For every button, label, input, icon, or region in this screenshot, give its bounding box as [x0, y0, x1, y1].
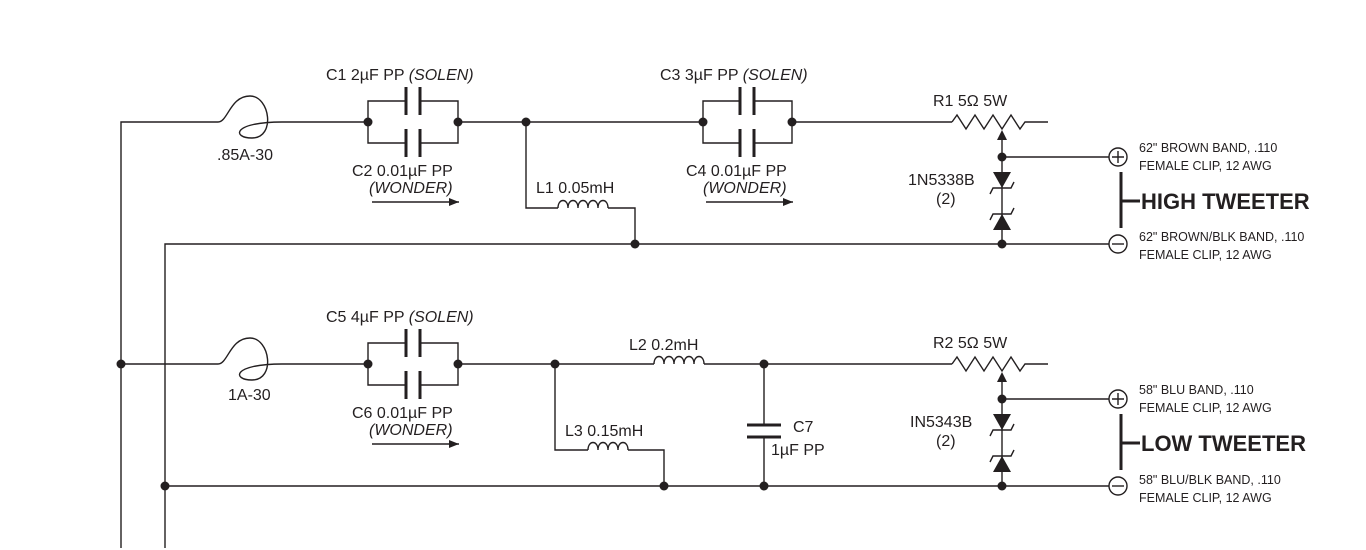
minus-terminal-low	[1108, 476, 1128, 496]
c6-brand: (WONDER)	[369, 422, 453, 439]
zener-label: IN5343B	[910, 414, 972, 431]
c2-label: C2 0.01µF PP	[352, 163, 453, 180]
capacitor-pair-c5-c6	[363, 329, 463, 399]
capacitor-pair-c1-c2	[363, 87, 463, 157]
driver-bracket	[1119, 414, 1140, 470]
r2-label: R2 5Ω 5W	[933, 335, 1008, 352]
inductor-l1	[525, 122, 640, 249]
l3-label: L3 0.15mH	[565, 423, 643, 440]
minus-wire-label: FEMALE CLIP, 12 AWG	[1139, 248, 1272, 262]
fuse-symbol	[217, 337, 283, 381]
junction-dot	[116, 359, 126, 369]
fuse-label: 1A-30	[228, 387, 271, 404]
driver-label: HIGH TWEETER	[1141, 189, 1310, 214]
plus-wire-label: 58" BLU BAND, .110	[1139, 383, 1254, 397]
fuse-symbol	[217, 95, 283, 139]
c7-value: 1µF PP	[771, 442, 825, 459]
c5-label: C5 4µF PP (SOLEN)	[326, 309, 474, 326]
capacitor-pair-c3-c4	[698, 87, 797, 157]
plus-wire-label: FEMALE CLIP, 12 AWG	[1139, 401, 1272, 415]
minus-wire-label: 58" BLU/BLK BAND, .110	[1139, 473, 1281, 487]
resistor-r1	[951, 113, 1048, 157]
plus-wire-label: 62" BROWN BAND, .110	[1139, 141, 1277, 155]
c1-label: C1 2µF PP (SOLEN)	[326, 67, 474, 84]
inductor-l3	[554, 364, 669, 491]
input-positive-rail	[120, 121, 218, 548]
driver-bracket	[1119, 172, 1140, 228]
zener-pair-low	[989, 394, 1015, 491]
zener-label: 1N5338B	[908, 172, 975, 189]
l2-label: L2 0.2mH	[629, 337, 698, 354]
driver-label: LOW TWEETER	[1141, 431, 1306, 456]
c6-label: C6 0.01µF PP	[352, 405, 453, 422]
capacitor-c7	[747, 364, 781, 491]
minus-wire-label: FEMALE CLIP, 12 AWG	[1139, 491, 1272, 505]
minus-terminal-high	[1108, 234, 1128, 254]
junction-dot	[160, 481, 170, 491]
c4-brand: (WONDER)	[703, 180, 787, 197]
minus-wire-label: 62" BROWN/BLK BAND, .110	[1139, 230, 1304, 244]
plus-terminal-high	[1108, 147, 1128, 167]
zener-qty: (2)	[936, 433, 956, 450]
c3-label: C3 3µF PP (SOLEN)	[660, 67, 808, 84]
plus-terminal-low	[1108, 389, 1128, 409]
resistor-r2	[951, 355, 1048, 399]
zener-qty: (2)	[936, 191, 956, 208]
c2-brand: (WONDER)	[369, 180, 453, 197]
inductor-l2	[653, 355, 705, 365]
high-tweeter-section: .85A-30 C1 2µF PP (SOLEN) C2 0.01µF PP (…	[217, 67, 1310, 262]
l1-label: L1 0.05mH	[536, 180, 614, 197]
plus-wire-label: FEMALE CLIP, 12 AWG	[1139, 159, 1272, 173]
c7-label: C7	[793, 419, 814, 436]
c4-label: C4 0.01µF PP	[686, 163, 787, 180]
input-negative-rail	[164, 243, 1115, 548]
r1-label: R1 5Ω 5W	[933, 93, 1008, 110]
fuse-label: .85A-30	[217, 147, 273, 164]
zener-pair-high	[989, 152, 1015, 249]
low-tweeter-section: 1A-30 C5 4µF PP (SOLEN) C6 0.01µF PP (WO…	[217, 309, 1306, 505]
